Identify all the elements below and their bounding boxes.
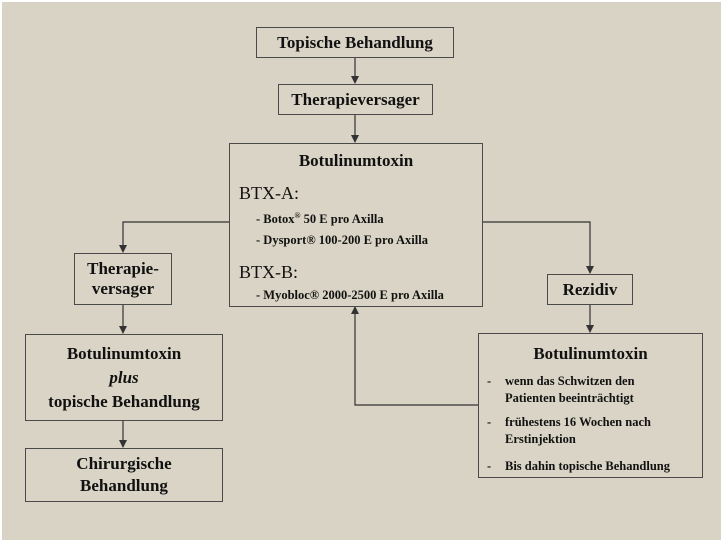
therapieversager-left-line2: versager — [91, 279, 155, 298]
btxa-item-dysport: - Dysport® 100-200 E pro Axilla — [256, 233, 428, 247]
node-topische-behandlung: Topische Behandlung — [256, 27, 454, 58]
node-therapieversager-left: Therapie- versager — [74, 253, 172, 305]
node-therapieversager-top-label: Therapieversager — [291, 89, 420, 109]
botulinum-right-item-1: - wenn das Schwitzen den Patienten beein… — [487, 374, 635, 405]
botulinum-main-title: Botulinumtoxin — [298, 151, 414, 170]
btxa-heading: BTX-A: — [239, 183, 299, 203]
therapieversager-left-line1: Therapie- — [87, 259, 159, 278]
chirurgische-line2: Behandlung — [80, 476, 168, 495]
node-botulinumtoxin-main: Botulinumtoxin BTX-A: - Botox® 50 E pro … — [229, 143, 483, 307]
node-topische-label: Topische Behandlung — [277, 32, 433, 52]
botulinum-right-title: Botulinumtoxin — [533, 344, 648, 363]
bullet-2: - — [487, 415, 492, 429]
node-chirurgische-behandlung: Chirurgische Behandlung — [25, 448, 223, 502]
btxa-item-botox: - Botox® 50 E pro Axilla — [256, 211, 384, 227]
arrow-botulinum-right-back-to-main — [351, 306, 478, 406]
botulinum-right-item-3: - Bis dahin topische Behandlung — [487, 459, 670, 473]
btxb-heading: BTX-B: — [239, 262, 299, 282]
node-botulinumtoxin-right: Botulinumtoxin - wenn das Schwitzen den … — [478, 333, 703, 478]
botulinum-right-item-2: - frühestens 16 Wochen nach Erstinjektio… — [487, 415, 651, 446]
arrow-botulinum-to-rezidiv — [483, 221, 594, 274]
chirurgische-line1: Chirurgische — [76, 454, 172, 473]
botulinum-plus-line3: topische Behandlung — [48, 391, 200, 411]
botulinum-plus-line1: Botulinumtoxin — [66, 343, 182, 363]
node-therapieversager-top: Therapieversager — [278, 84, 433, 115]
btxb-item-myobloc: - Myobloc® 2000-2500 E pro Axilla — [256, 288, 444, 302]
node-rezidiv: Rezidiv — [547, 274, 633, 305]
arrow-botulinum-to-therapieversager-left — [119, 221, 229, 253]
bullet-3: - — [487, 459, 492, 473]
node-botulinum-plus-topisch: Botulinumtoxin plus topische Behandlung — [25, 334, 223, 421]
botulinum-plus-line2: plus — [109, 367, 139, 387]
bullet-1: - — [487, 374, 492, 388]
rezidiv-label: Rezidiv — [562, 279, 618, 299]
